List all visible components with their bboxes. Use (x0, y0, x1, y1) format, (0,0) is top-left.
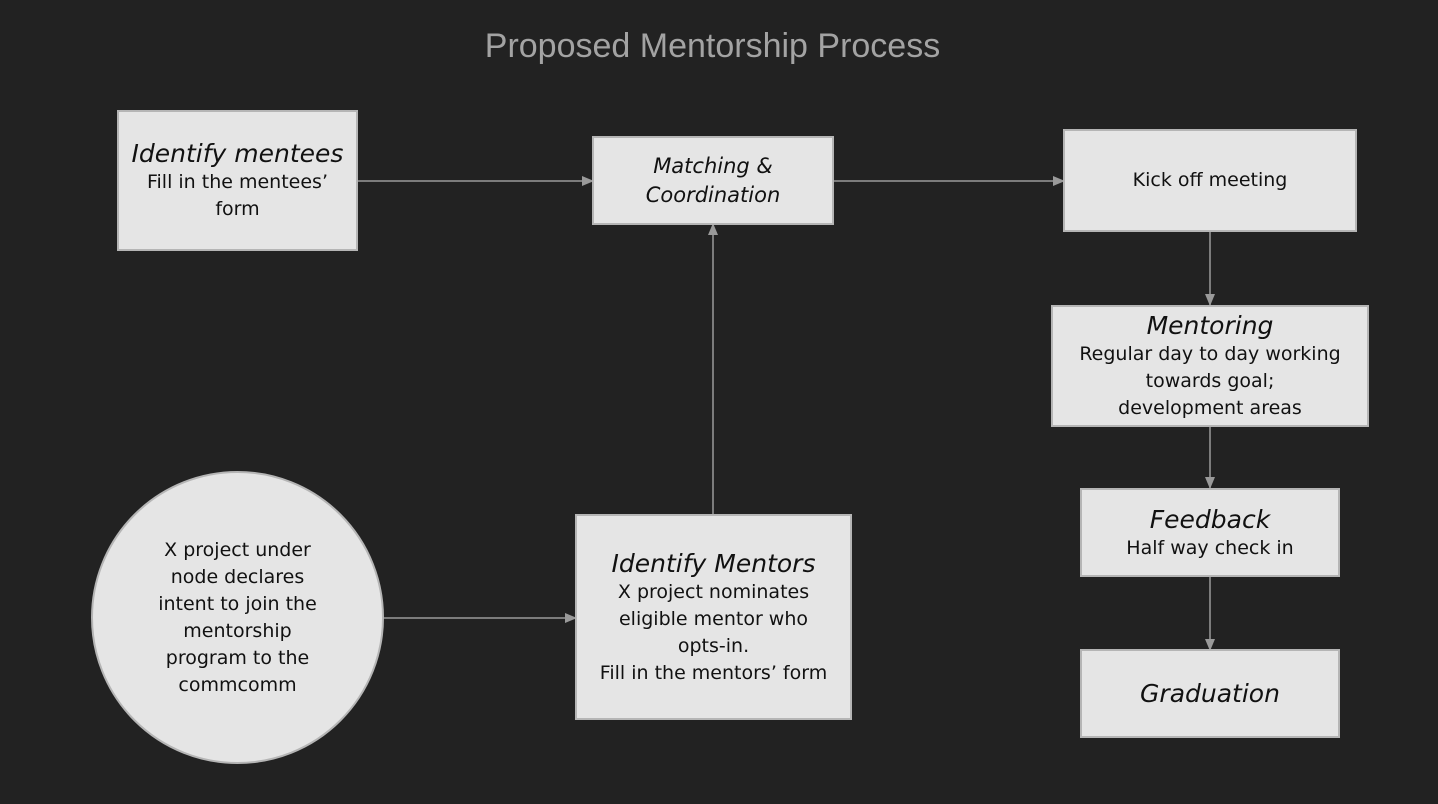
node-identify-mentors: Identify Mentors X project nominates eli… (575, 514, 852, 720)
node-kickoff-meeting: Kick off meeting (1063, 129, 1357, 232)
node-declare-intent: X project under node declares intent to … (91, 471, 384, 764)
node-identify-mentees: Identify mentees Fill in the mentees’ fo… (117, 110, 358, 251)
node-kickoff-meeting-body: Kick off meeting (1132, 169, 1288, 191)
node-matching-coordination: Matching & Coordination (592, 136, 834, 225)
node-graduation-heading: Graduation (1140, 679, 1280, 708)
node-matching-coordination-body: Matching & Coordination (645, 153, 781, 207)
node-identify-mentees-heading: Identify mentees (131, 139, 344, 168)
node-feedback-body: Half way check in (1126, 536, 1294, 559)
node-mentoring: Mentoring Regular day to day working tow… (1051, 305, 1369, 427)
node-identify-mentees-body: Fill in the mentees’ form (146, 171, 328, 220)
node-declare-intent-body: X project under node declares intent to … (158, 538, 317, 696)
node-mentoring-body: Regular day to day working towards goal;… (1079, 343, 1341, 419)
node-identify-mentors-body: X project nominates eligible mentor who … (599, 580, 828, 684)
node-feedback: Feedback Half way check in (1080, 488, 1340, 577)
node-graduation: Graduation (1080, 649, 1340, 738)
node-mentoring-heading: Mentoring (1146, 311, 1274, 340)
node-identify-mentors-heading: Identify Mentors (611, 548, 816, 578)
node-feedback-heading: Feedback (1149, 504, 1271, 534)
diagram-title: Proposed Mentorship Process (484, 27, 941, 65)
